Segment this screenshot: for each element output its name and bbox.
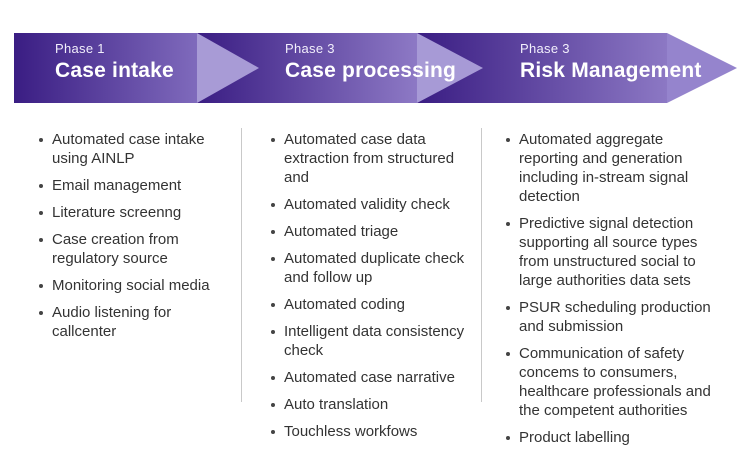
bullet-icon [271,330,275,334]
list-item-text: Automated coding [284,296,405,313]
list-item-text: Case creation from regulatory source [52,231,179,267]
bullet-icon [271,303,275,307]
list-item-text: Literature screenng [52,204,182,221]
list-item-text: Product labelling [519,429,630,446]
list-item-text: Automated case intake using AINLP [52,131,205,167]
bullet-icon [39,311,43,315]
phase-banner: Phase 1 Case intake Phase 3 Case process… [0,0,750,110]
phase2-column: Automated case data extraction from stru… [270,130,478,449]
list-item: Intelligent data consistency check [270,322,478,360]
list-item: Automated duplicate check and follow up [270,249,478,287]
arrow1-tip [197,33,259,103]
list-item-text: PSUR scheduling production and submissio… [519,299,711,335]
bullet-icon [271,403,275,407]
list-item-text: Email management [52,177,182,194]
list-item-text: Predictive signal detection supporting a… [519,215,698,289]
list-item: Product labelling [505,428,711,447]
list-item-text: Automated validity check [284,196,450,213]
list-item: Automated case data extraction from stru… [270,130,478,187]
phase2-kicker: Phase 3 [285,41,335,56]
phase3-title: Risk Management [520,59,702,82]
phase1-title: Case intake [55,59,174,82]
phase3-label: Phase 3 Risk Management [520,41,702,83]
arrow3-tip [667,33,737,103]
list-item: Touchless workfows [270,422,478,441]
list-item: Literature screenng [38,203,220,222]
list-item: Automated triage [270,222,478,241]
phase1-item-list: Automated case intake using AINLP Email … [38,130,220,341]
list-item: Automated coding [270,295,478,314]
bullet-icon [506,436,510,440]
bullet-icon [39,138,43,142]
list-item-text: Automated duplicate check and follow up [284,250,465,286]
list-item-text: Audio listening for callcenter [52,304,172,340]
bullet-icon [506,352,510,356]
bullet-icon [271,257,275,261]
bullet-icon [506,306,510,310]
list-item: Communication of safety concems to consu… [505,344,711,420]
list-item-text: Auto translation [284,396,389,413]
list-item-text: Touchless workfows [284,423,418,440]
list-item-text: Automated triage [284,223,399,240]
list-item: Monitoring social media [38,276,220,295]
phase-arrows-graphic [14,33,737,103]
list-item: Automated case intake using AINLP [38,130,220,168]
list-item: Automated aggregate reporting and genera… [505,130,711,206]
arrow2-body [197,33,417,103]
phase2-title: Case processing [285,59,457,82]
phase3-column: Automated aggregate reporting and genera… [505,130,711,455]
column-divider [481,128,482,402]
list-item-text: Automated case narrative [284,369,455,386]
phase3-kicker: Phase 3 [520,41,570,56]
bullet-icon [271,230,275,234]
bullet-icon [271,138,275,142]
arrow2-tip [417,33,483,103]
list-item: Automated validity check [270,195,478,214]
phase1-label: Phase 1 Case intake [55,41,174,83]
list-item: Predictive signal detection supporting a… [505,214,711,290]
bullet-icon [39,211,43,215]
bullet-icon [39,284,43,288]
list-item: Case creation from regulatory source [38,230,220,268]
phase1-column: Automated case intake using AINLP Email … [38,130,220,349]
list-item: Email management [38,176,220,195]
column-divider [241,128,242,402]
arrow1-body [14,33,197,103]
list-item: Automated case narrative [270,368,478,387]
bullet-icon [271,430,275,434]
phase-detail-columns: Automated case intake using AINLP Email … [0,110,750,457]
phase2-label: Phase 3 Case processing [285,41,456,83]
list-item-text: Automated case data extraction from stru… [284,131,455,186]
phase2-item-list: Automated case data extraction from stru… [270,130,478,441]
phase1-kicker: Phase 1 [55,41,105,56]
list-item: Audio listening for callcenter [38,303,220,341]
list-item-text: Communication of safety concems to consu… [519,345,711,419]
bullet-icon [271,376,275,380]
list-item: PSUR scheduling production and submissio… [505,298,711,336]
list-item-text: Automated aggregate reporting and genera… [519,131,689,205]
bullet-icon [39,184,43,188]
arrow3-body [417,33,667,103]
list-item-text: Intelligent data consistency check [284,323,465,359]
bullet-icon [39,238,43,242]
bullet-icon [506,138,510,142]
bullet-icon [271,203,275,207]
list-item: Auto translation [270,395,478,414]
list-item-text: Monitoring social media [52,277,210,294]
phase3-item-list: Automated aggregate reporting and genera… [505,130,711,447]
bullet-icon [506,222,510,226]
